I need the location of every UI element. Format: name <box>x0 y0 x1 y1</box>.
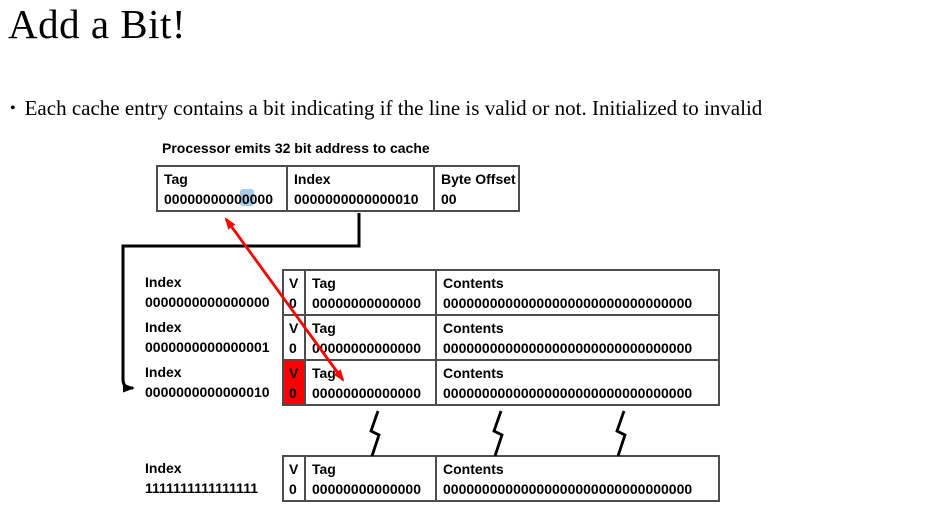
bullet-text: Each cache entry contains a bit indicati… <box>24 96 763 120</box>
address-tag-cell: Tag 00000000000000 <box>158 167 286 210</box>
tag-value: 00000000000000 <box>312 385 422 401</box>
cache-row: Index 0000000000000000 V 0 Tag 000000000… <box>145 269 720 316</box>
cache-row-index-block: Index 0000000000000001 <box>145 314 282 361</box>
tag-label: Tag <box>312 365 336 381</box>
contents-value: 00000000000000000000000000000000 <box>443 295 693 311</box>
anchor-highlight <box>240 189 254 206</box>
break-squiggle <box>369 410 381 457</box>
index-label: Index <box>294 171 331 187</box>
tag-value: 00000000000000 <box>312 295 422 311</box>
tag-cell: Tag 00000000000000 <box>306 316 437 359</box>
cache-row-index-block: Index 1111111111111111 <box>145 455 282 502</box>
valid-value: 0 <box>289 295 297 311</box>
index-label: Index <box>145 319 182 335</box>
tag-value: 00000000000000 <box>312 481 422 497</box>
tag-cell: Tag 00000000000000 <box>306 457 437 500</box>
bullet-line: • Each cache entry contains a bit indicat… <box>10 96 762 121</box>
index-label: Index <box>145 364 182 380</box>
tag-cell: Tag 00000000000000 <box>306 361 437 404</box>
valid-bit-cell: V 0 <box>284 271 306 314</box>
tag-label: Tag <box>312 275 336 291</box>
byte-offset-label: Byte Offset <box>441 171 516 187</box>
contents-value: 00000000000000000000000000000000 <box>443 385 693 401</box>
contents-cell: Contents 0000000000000000000000000000000… <box>437 457 718 500</box>
contents-cell: Contents 0000000000000000000000000000000… <box>437 316 718 359</box>
valid-label: V <box>289 275 299 291</box>
contents-cell: Contents 0000000000000000000000000000000… <box>437 271 718 314</box>
contents-label: Contents <box>443 320 504 336</box>
index-value: 0000000000000001 <box>145 339 270 355</box>
cache-row-last: Index 1111111111111111 V 0 Tag 000000000… <box>145 455 720 502</box>
tag-cell: Tag 00000000000000 <box>306 271 437 314</box>
tag-label: Tag <box>164 171 188 187</box>
tag-label: Tag <box>312 461 336 477</box>
contents-label: Contents <box>443 365 504 381</box>
tag-label: Tag <box>312 320 336 336</box>
address-byte-offset-cell: Byte Offset 00 <box>433 167 518 210</box>
valid-label: V <box>289 461 299 477</box>
address-table: Tag 00000000000000 Index 000000000000001… <box>156 165 520 212</box>
valid-bit-cell: V 0 <box>284 316 306 359</box>
cache-row-box: V 0 Tag 00000000000000 Contents 00000000… <box>282 269 720 316</box>
bullet-glyph: • <box>10 100 16 117</box>
index-value: 0000000000000010 <box>294 191 419 207</box>
index-value: 1111111111111111 <box>145 480 258 496</box>
cache-row-index-block: Index 0000000000000000 <box>145 269 282 316</box>
byte-offset-value: 00 <box>441 191 457 207</box>
valid-bit-cell: V 0 <box>284 457 306 500</box>
contents-label: Contents <box>443 461 504 477</box>
address-index-cell: Index 0000000000000010 <box>286 167 433 210</box>
tag-value: 00000000000000 <box>312 340 422 356</box>
cache-row: Index 0000000000000001 V 0 Tag 000000000… <box>145 314 720 361</box>
valid-label: V <box>289 365 299 381</box>
tag-value: 00000000000000 <box>164 191 274 207</box>
address-caption: Processor emits 32 bit address to cache <box>162 140 430 156</box>
cache-row-box: V 0 Tag 00000000000000 Contents 00000000… <box>282 359 720 406</box>
page-title: Add a Bit! <box>8 1 187 47</box>
cache-row-index-block: Index 0000000000000010 <box>145 359 282 406</box>
cache-row-box: V 0 Tag 00000000000000 Contents 00000000… <box>282 455 720 502</box>
break-squiggle <box>615 410 627 457</box>
valid-value: 0 <box>289 481 297 497</box>
cache-row-box: V 0 Tag 00000000000000 Contents 00000000… <box>282 314 720 361</box>
valid-value: 0 <box>289 340 297 356</box>
valid-bit-cell-highlighted: V 0 <box>284 361 306 404</box>
cache-row-highlighted: Index 0000000000000010 V 0 Tag 000000000… <box>145 359 720 406</box>
contents-value: 00000000000000000000000000000000 <box>443 481 693 497</box>
contents-label: Contents <box>443 275 504 291</box>
index-label: Index <box>145 274 182 290</box>
index-value: 0000000000000010 <box>145 384 270 400</box>
valid-label: V <box>289 320 299 336</box>
index-label: Index <box>145 460 182 476</box>
contents-cell: Contents 0000000000000000000000000000000… <box>437 361 718 404</box>
valid-value: 0 <box>289 385 297 401</box>
break-squiggle <box>492 410 504 457</box>
index-value: 0000000000000000 <box>145 294 270 310</box>
contents-value: 00000000000000000000000000000000 <box>443 340 693 356</box>
